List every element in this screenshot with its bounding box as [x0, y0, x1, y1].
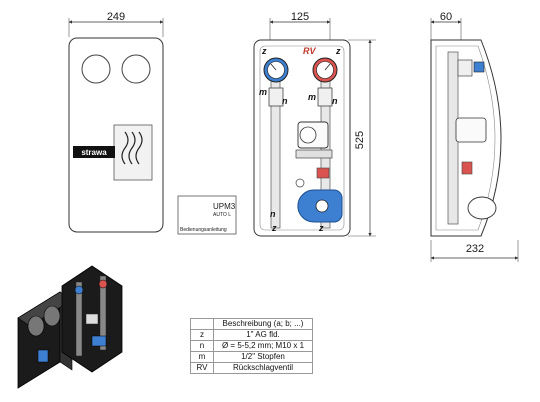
legend-value: 1/2" Stopfen	[213, 351, 313, 363]
side-view: 60 232	[430, 11, 519, 262]
z-label-top: z	[261, 46, 267, 56]
legend-key: RV	[190, 362, 214, 374]
ball-valve-left	[268, 87, 284, 107]
mixing-valve-knob	[315, 199, 329, 213]
iso-blue-valve	[91, 335, 107, 347]
red-valve-handle	[316, 167, 330, 179]
cover-hole-right	[121, 54, 151, 84]
side-depth-label: 60	[440, 11, 452, 23]
logo-waves	[121, 131, 143, 165]
legend-key: m	[190, 351, 214, 363]
legend-row: z 1" AG fld.	[190, 329, 313, 341]
z-label-top-right: z	[335, 46, 341, 56]
m-label-left: m	[259, 87, 267, 97]
manual-card: UPM3 AUTO L Bedienungsanleitung	[177, 195, 237, 235]
legend-key: z	[190, 329, 214, 341]
ball-valve-right	[317, 87, 333, 107]
legend-value: 1" AG fld.	[213, 329, 313, 341]
legend-row: n Ø = 5-5,2 mm; M10 x 1	[190, 340, 313, 352]
open-width-label: 125	[291, 11, 309, 23]
cover-hole-left	[81, 54, 111, 84]
housing-inner	[259, 45, 345, 231]
iso-cover-hole-left	[27, 315, 45, 337]
legend-table: Beschreibung (a; b; ...) z 1" AG fld. n …	[190, 318, 313, 374]
legend-key: n	[190, 340, 214, 352]
m-label-right: m	[308, 92, 316, 102]
card-footer-label: Bedienungsanleitung	[180, 227, 227, 233]
legend-row: RV Rückschlagventil	[190, 362, 313, 374]
rv-label: RV	[303, 46, 316, 56]
pump-model-label: UPM3	[213, 202, 236, 211]
legend-value: Rückschlagventil	[213, 362, 313, 374]
side-blue-detail	[473, 61, 485, 73]
front-width-label: 249	[107, 11, 125, 23]
n-label-right: n	[332, 96, 338, 106]
isometric-unit	[17, 265, 123, 389]
z-label-bottom-right: z	[318, 223, 324, 233]
height-label: 525	[354, 131, 366, 149]
side-width-label: 232	[466, 243, 484, 255]
legend-value: Ø = 5-5,2 mm; M10 x 1	[213, 340, 313, 352]
front-view: 249 strawa	[68, 11, 164, 233]
side-expansion-vessel	[467, 196, 497, 220]
n-label-left: n	[282, 96, 288, 106]
legend-header-row: Beschreibung (a; b; ...)	[190, 318, 313, 330]
pump-sub-label: AUTO L	[213, 212, 231, 218]
legend-row: m 1/2" Stopfen	[190, 351, 313, 363]
iso-cover-hole-right	[43, 305, 61, 327]
side-pump	[455, 117, 487, 143]
brand-label: strawa	[81, 148, 107, 157]
pump-rotor	[299, 126, 317, 144]
n-label-bottom: n	[270, 209, 276, 219]
small-gauge	[295, 178, 305, 188]
z-label-bottom-left: z	[271, 223, 277, 233]
open-view: 125 525 z RV z m n m n n z z	[253, 11, 376, 237]
legend-header: Beschreibung (a; b; ...)	[213, 318, 313, 330]
brand-plate	[73, 146, 115, 158]
side-red-handle	[461, 161, 473, 175]
